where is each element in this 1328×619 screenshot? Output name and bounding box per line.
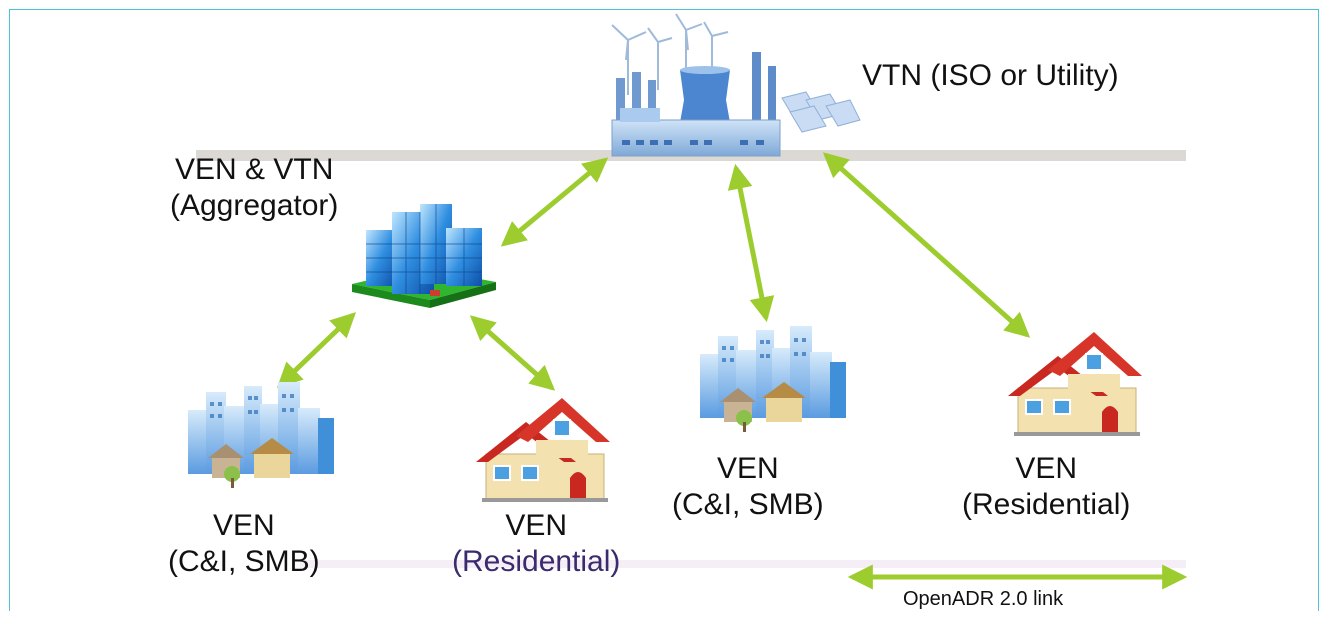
link-arrows — [276, 152, 1188, 590]
ven-ci-mid-line1: VEN — [716, 452, 779, 485]
ven-ci-left-line2: (C&I, SMB) — [168, 545, 320, 578]
power-plant-icon — [611, 13, 861, 157]
separator-band-bottom — [300, 560, 1186, 568]
vtn-label: VTN (ISO or Utility) — [862, 58, 1119, 94]
ven-res-left-line2: (Residential) — [452, 545, 621, 578]
aggregator-label-line1: VEN & VTN — [175, 153, 334, 186]
vtn-label-text: VTN (ISO or Utility) — [862, 59, 1119, 92]
legend-link-label: OpenADR 2.0 link — [903, 588, 1064, 610]
aggregator-label-line2: (Aggregator) — [170, 189, 339, 222]
ven-ci-mid-label: VEN (C&I, SMB) — [672, 451, 824, 523]
link-vtn-ven-ci-mid — [727, 163, 775, 323]
ven-res-left-label: VEN (Residential) — [452, 508, 620, 580]
aggregator-building-icon — [352, 204, 496, 308]
ven-res-left-line1: VEN — [505, 509, 568, 542]
house-icon-right — [1008, 332, 1142, 436]
link-aggregator-ven-res-left — [469, 315, 556, 391]
link-vtn-aggregator — [500, 157, 609, 247]
city-buildings-icon-mid — [700, 326, 846, 432]
ven-ci-left-line1: VEN — [212, 509, 275, 542]
ven-ci-left-label: VEN (C&I, SMB) — [168, 508, 320, 580]
city-buildings-icon-left — [188, 382, 334, 488]
diagram-frame — [9, 9, 1319, 611]
ven-res-right-line1: VEN — [1015, 452, 1078, 485]
ven-res-right-label: VEN (Residential) — [962, 451, 1130, 523]
ven-ci-mid-line2: (C&I, SMB) — [672, 488, 824, 521]
aggregator-label: VEN & VTN (Aggregator) — [170, 152, 338, 224]
ven-res-right-line2: (Residential) — [962, 488, 1131, 521]
house-icon-left — [476, 398, 610, 502]
link-aggregator-ven-ci-left — [276, 312, 357, 388]
link-vtn-ven-res-right — [822, 152, 1031, 338]
